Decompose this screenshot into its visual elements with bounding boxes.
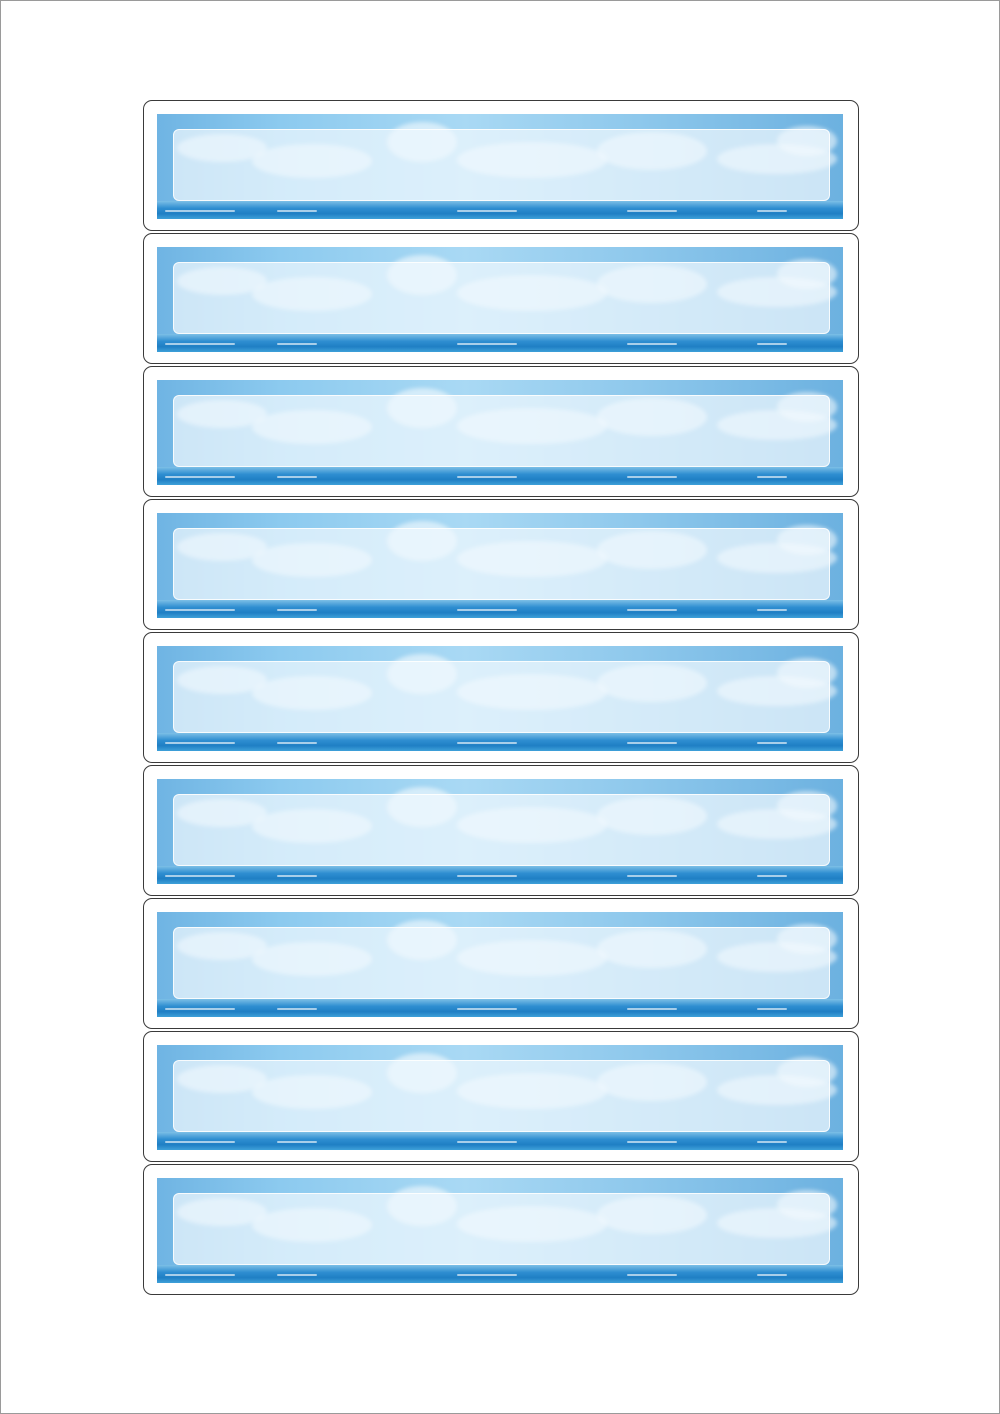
sea-foam bbox=[757, 609, 787, 611]
sea-foam bbox=[757, 343, 787, 345]
label-text-area[interactable] bbox=[173, 1060, 830, 1132]
label-artwork bbox=[157, 247, 843, 352]
label-artwork bbox=[157, 646, 843, 751]
label-artwork bbox=[157, 1045, 843, 1150]
sea-foam bbox=[277, 742, 317, 744]
sea-foam bbox=[457, 343, 517, 345]
sea-foam bbox=[627, 742, 677, 744]
sea-foam bbox=[457, 875, 517, 877]
sea-foam bbox=[457, 476, 517, 478]
label-artwork bbox=[157, 1178, 843, 1283]
sea-foam bbox=[627, 609, 677, 611]
sea-foam bbox=[757, 1274, 787, 1276]
sea-band bbox=[157, 1132, 843, 1150]
label-text-area[interactable] bbox=[173, 528, 830, 600]
sea-foam bbox=[165, 343, 235, 345]
label[interactable] bbox=[143, 632, 859, 763]
sea-band bbox=[157, 1265, 843, 1283]
label[interactable] bbox=[143, 765, 859, 896]
sea-foam bbox=[165, 1274, 235, 1276]
label[interactable] bbox=[143, 1031, 859, 1162]
sea-foam bbox=[277, 1141, 317, 1143]
sea-foam bbox=[757, 476, 787, 478]
sea-foam bbox=[277, 875, 317, 877]
label-list bbox=[143, 100, 861, 1297]
sea-band bbox=[157, 600, 843, 618]
label-text-area[interactable] bbox=[173, 129, 830, 201]
sea-foam bbox=[165, 742, 235, 744]
label[interactable] bbox=[143, 233, 859, 364]
sea-foam bbox=[627, 210, 677, 212]
sea-band bbox=[157, 334, 843, 352]
sea-foam bbox=[457, 1141, 517, 1143]
sea-foam bbox=[757, 210, 787, 212]
sea-foam bbox=[757, 742, 787, 744]
sea-foam bbox=[627, 343, 677, 345]
sea-band bbox=[157, 201, 843, 219]
label-artwork bbox=[157, 513, 843, 618]
sea-foam bbox=[457, 609, 517, 611]
label-text-area[interactable] bbox=[173, 927, 830, 999]
sea-foam bbox=[627, 1274, 677, 1276]
sea-foam bbox=[627, 1008, 677, 1010]
sea-foam bbox=[277, 609, 317, 611]
label-text-area[interactable] bbox=[173, 661, 830, 733]
sea-foam bbox=[757, 1008, 787, 1010]
label-artwork bbox=[157, 380, 843, 485]
sea-foam bbox=[757, 875, 787, 877]
sea-foam bbox=[457, 210, 517, 212]
label-text-area[interactable] bbox=[173, 395, 830, 467]
sea-foam bbox=[457, 742, 517, 744]
sea-foam bbox=[627, 875, 677, 877]
label[interactable] bbox=[143, 1164, 859, 1295]
label-artwork bbox=[157, 114, 843, 219]
sea-foam bbox=[457, 1008, 517, 1010]
label[interactable] bbox=[143, 366, 859, 497]
sea-foam bbox=[165, 609, 235, 611]
label-text-area[interactable] bbox=[173, 1193, 830, 1265]
label[interactable] bbox=[143, 898, 859, 1029]
sea-band bbox=[157, 733, 843, 751]
sea-foam bbox=[165, 1008, 235, 1010]
sea-foam bbox=[277, 1008, 317, 1010]
sea-band bbox=[157, 866, 843, 884]
sea-band bbox=[157, 467, 843, 485]
label-text-area[interactable] bbox=[173, 794, 830, 866]
sea-foam bbox=[277, 210, 317, 212]
sea-foam bbox=[457, 1274, 517, 1276]
label-artwork bbox=[157, 779, 843, 884]
sea-foam bbox=[165, 476, 235, 478]
sea-foam bbox=[277, 1274, 317, 1276]
sea-foam bbox=[277, 343, 317, 345]
label[interactable] bbox=[143, 499, 859, 630]
sea-foam bbox=[627, 476, 677, 478]
sea-foam bbox=[627, 1141, 677, 1143]
sea-foam bbox=[757, 1141, 787, 1143]
label-text-area[interactable] bbox=[173, 262, 830, 334]
sea-foam bbox=[277, 476, 317, 478]
sea-band bbox=[157, 999, 843, 1017]
sea-foam bbox=[165, 875, 235, 877]
label[interactable] bbox=[143, 100, 859, 231]
sea-foam bbox=[165, 1141, 235, 1143]
sea-foam bbox=[165, 210, 235, 212]
label-artwork bbox=[157, 912, 843, 1017]
